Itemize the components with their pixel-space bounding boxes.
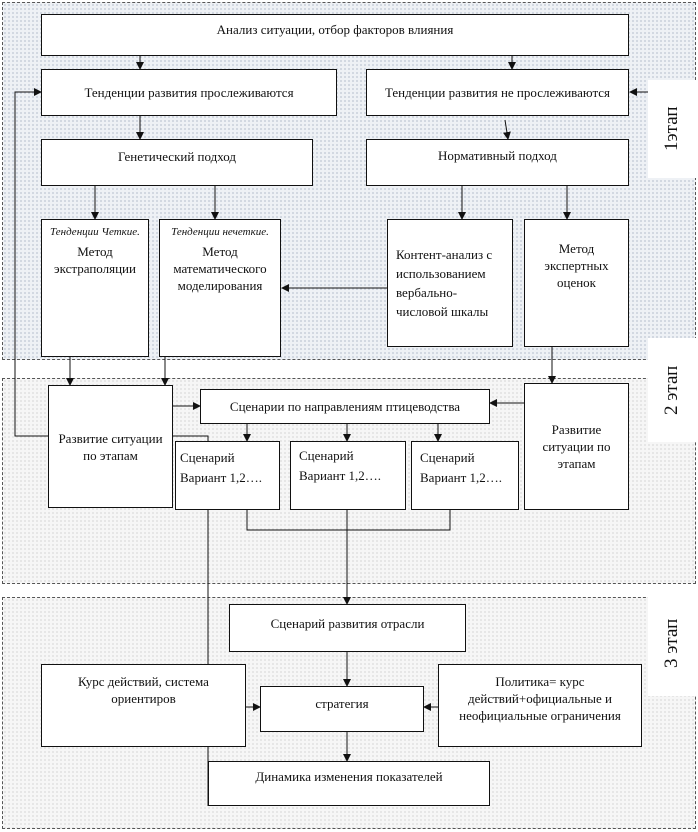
strategy-text: стратегия — [315, 696, 369, 711]
expert-method-box: Метод экспертных оценок — [524, 219, 629, 347]
scenarios-poultry-text: Сценарии по направлениям птицеводства — [229, 399, 461, 414]
development-left-box: Развитие ситуации по этапам — [48, 385, 173, 508]
clear-trends-italic: Тенденции Четкие. — [50, 226, 140, 238]
development-right-box: Развитие ситуации по этапам — [524, 383, 629, 510]
clear-trends-method: Метод экстраполяции — [54, 244, 136, 276]
line-feedback-loop — [14, 88, 209, 806]
dynamics-box: Динамика изменения показателей — [208, 761, 490, 806]
course-box: Курс действий, система ориентиров — [41, 664, 246, 747]
development-right-text: Развитие ситуации по этапам — [542, 422, 611, 471]
expert-method-text: Метод экспертных оценок — [544, 241, 609, 290]
course-text: Курс действий, система ориентиров — [78, 674, 209, 706]
scenario-b-box: Сценарий Вариант 1,2…. — [290, 441, 406, 510]
policy-text: Политика= курс действий+официальные и не… — [459, 674, 621, 723]
analysis-text: Анализ ситуации, отбор факторов влияния — [216, 22, 454, 37]
trends-traced-text: Тенденции развития прослеживаются — [84, 85, 294, 100]
line-trends-normative — [502, 119, 511, 140]
trends-not-traced-box: Тенденции развития не прослеживаются — [366, 69, 629, 116]
trends-not-traced-text: Тенденции развития не прослеживаются — [384, 85, 611, 100]
trends-traced-box: Тенденции развития прослеживаются — [41, 69, 337, 116]
scenario-a-text: Сценарий Вариант 1,2…. — [180, 450, 263, 485]
policy-box: Политика= курс действий+официальные и не… — [438, 664, 642, 747]
industry-scenario-box: Сценарий развития отрасли — [229, 604, 466, 652]
normative-text: Нормативный подход — [438, 148, 557, 163]
clear-trends-box: Тенденции Четкие. Метод экстраполяции — [41, 219, 149, 357]
development-left-text: Развитие ситуации по этапам — [58, 430, 163, 463]
scenario-a-box: Сценарий Вариант 1,2…. — [175, 441, 280, 510]
scenarios-poultry-box: Сценарии по направлениям птицеводства — [200, 389, 490, 424]
analysis-box: Анализ ситуации, отбор факторов влияния — [41, 14, 629, 56]
dynamics-text: Динамика изменения показателей — [255, 769, 443, 784]
normative-box: Нормативный подход — [366, 139, 629, 186]
industry-scenario-text: Сценарий развития отрасли — [270, 616, 425, 631]
strategy-box: стратегия — [260, 686, 424, 732]
content-analysis-text: Контент-анализ с использованием вербальн… — [396, 247, 493, 319]
content-analysis-box: Контент-анализ с использованием вербальн… — [387, 219, 513, 347]
genetic-box: Генетический подход — [41, 139, 313, 186]
fuzzy-trends-italic: Тенденции нечеткие. — [171, 226, 269, 238]
fuzzy-trends-box: Тенденции нечеткие. Метод математическог… — [159, 219, 281, 357]
fuzzy-trends-method: Метод математического моделирования — [173, 244, 267, 293]
scenario-c-box: Сценарий Вариант 1,2…. — [411, 441, 519, 510]
scenario-c-text: Сценарий Вариант 1,2…. — [420, 450, 503, 485]
genetic-text: Генетический подход — [118, 149, 236, 164]
line-variants-merge — [246, 510, 451, 531]
scenario-b-text: Сценарий Вариант 1,2…. — [299, 448, 382, 483]
